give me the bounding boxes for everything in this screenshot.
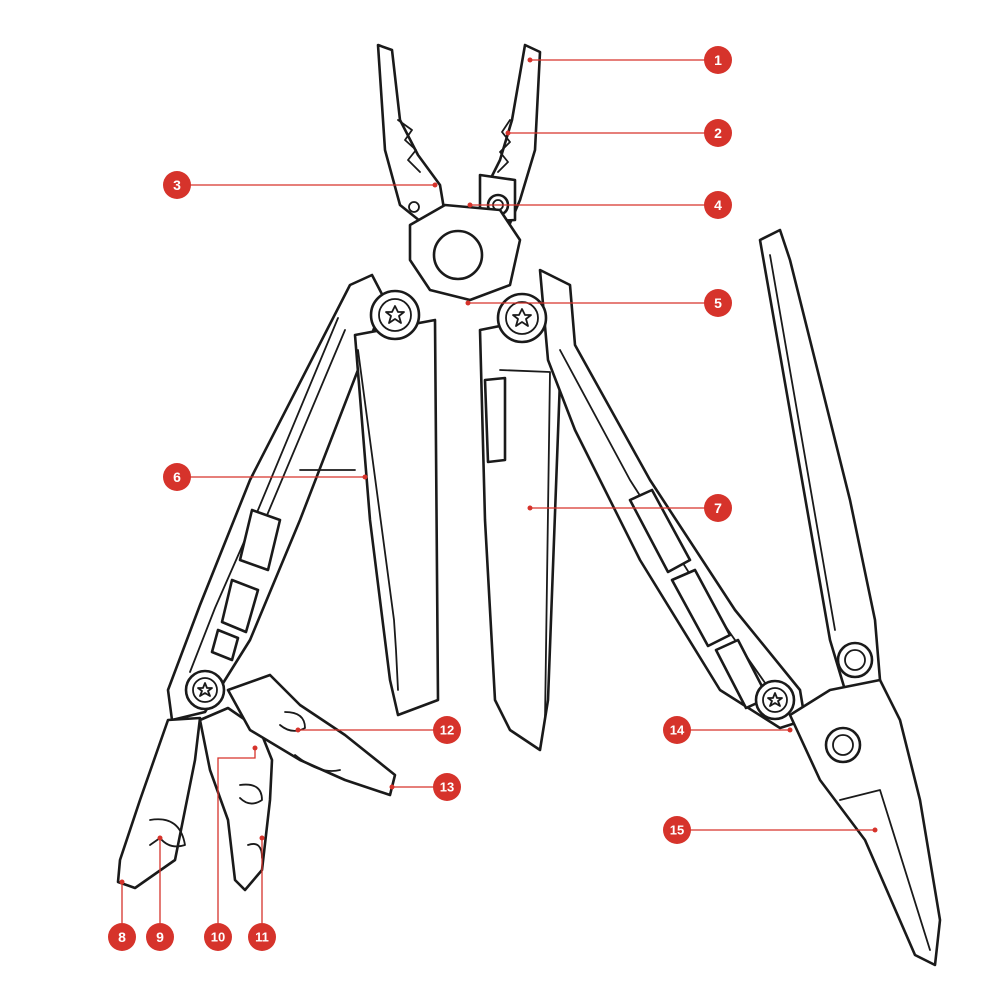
callout-7: 7 xyxy=(527,494,732,522)
pliers-head xyxy=(376,43,542,302)
callout-13: 13 xyxy=(389,773,461,801)
callout-9: 9 xyxy=(146,835,174,951)
callout-label: 7 xyxy=(714,500,722,516)
callout-15: 15 xyxy=(663,816,878,844)
callout-label: 1 xyxy=(714,52,722,68)
callout-label: 4 xyxy=(714,197,722,213)
callout-label: 11 xyxy=(255,930,269,945)
callouts: 1 2 3 4 5 6 7 xyxy=(108,46,878,951)
callout-3: 3 xyxy=(163,171,438,199)
callout-label: 6 xyxy=(173,469,181,485)
callout-label: 12 xyxy=(440,723,454,738)
callout-1: 1 xyxy=(527,46,732,74)
callout-6: 6 xyxy=(163,463,368,491)
callout-14: 14 xyxy=(663,716,793,744)
callout-label: 2 xyxy=(714,125,722,141)
callout-label: 3 xyxy=(173,177,181,193)
callout-10: 10 xyxy=(204,745,258,951)
lower-left-tools xyxy=(116,673,397,892)
pivot-screws xyxy=(184,289,796,721)
saw-blade xyxy=(299,318,440,717)
callout-label: 5 xyxy=(714,295,722,311)
right-fold-tool xyxy=(758,228,942,967)
callout-11: 11 xyxy=(248,835,276,951)
callout-8: 8 xyxy=(108,879,136,951)
callout-label: 15 xyxy=(670,823,684,838)
callout-label: 10 xyxy=(211,930,225,945)
right-handle xyxy=(538,268,807,730)
callout-label: 9 xyxy=(156,929,164,945)
callout-label: 14 xyxy=(670,723,685,738)
callout-2: 2 xyxy=(505,119,732,147)
callout-12: 12 xyxy=(295,716,461,744)
knife-blade xyxy=(478,313,562,752)
callout-label: 13 xyxy=(440,780,454,795)
callout-4: 4 xyxy=(467,191,732,219)
callout-label: 8 xyxy=(118,929,126,945)
left-handle xyxy=(166,273,387,722)
callout-5: 5 xyxy=(465,289,732,317)
